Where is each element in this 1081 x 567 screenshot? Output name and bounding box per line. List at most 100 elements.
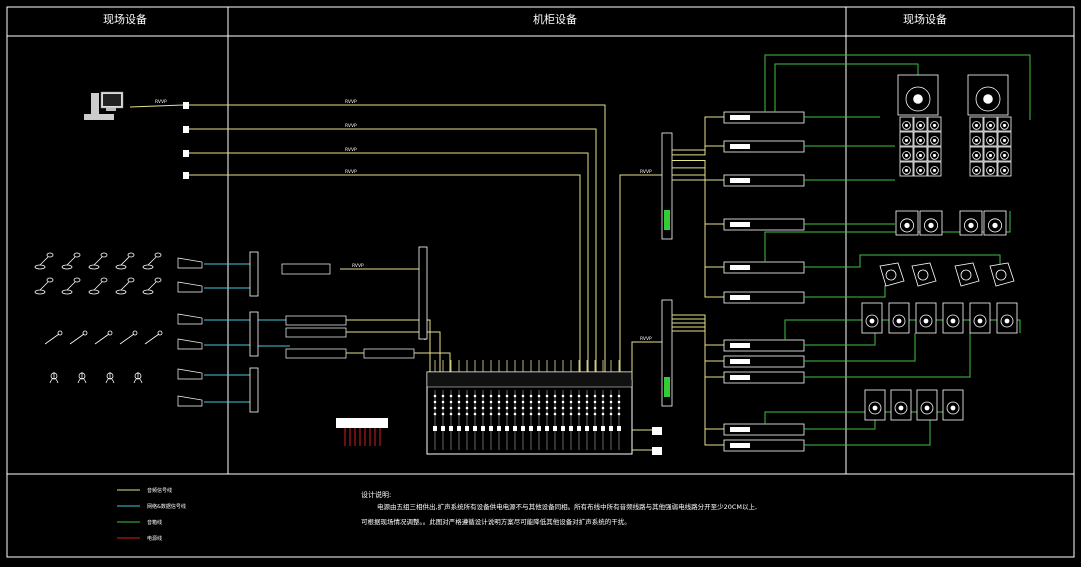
microphone-icon — [100, 277, 108, 283]
microphone-icon — [34, 264, 46, 270]
microphone-icon — [88, 289, 100, 295]
mixer-knob — [537, 412, 541, 416]
mixer-knob — [617, 406, 621, 410]
monitor-speaker-icon — [879, 262, 905, 287]
fill-speaker-icon — [865, 314, 879, 328]
monitor-speaker-icon — [989, 262, 1015, 287]
mixer-knob — [449, 394, 453, 398]
speaker-icon — [924, 218, 939, 233]
line-array-icon — [932, 138, 937, 142]
line-array-icon — [1002, 168, 1007, 172]
fill-speaker-icon — [919, 314, 933, 328]
mixer-knob — [465, 412, 469, 416]
line-array-icon — [972, 136, 981, 145]
headset-mic-icon — [134, 372, 142, 380]
legend-power: 电源线 — [147, 536, 163, 542]
amplifiers — [723, 111, 805, 452]
receiver-icons — [177, 257, 203, 407]
speaker-cable — [764, 211, 1011, 262]
microphone-icon — [88, 264, 100, 270]
mixer-knob — [569, 394, 573, 398]
handheld-mic-icon — [107, 330, 113, 336]
dsp-output-line — [672, 174, 724, 268]
microphone-icon — [93, 256, 103, 266]
subwoofer-icon — [983, 94, 993, 104]
amplifier-display — [730, 375, 750, 380]
speaker-icons — [861, 74, 1018, 421]
speaker-cable — [804, 420, 931, 446]
mixer-knob — [505, 400, 509, 404]
speaker-cable — [804, 420, 876, 430]
microphone-icon — [115, 289, 127, 295]
yellow-mid-lines — [340, 268, 451, 376]
line-array-icon — [916, 121, 925, 130]
mixer-fader — [609, 426, 613, 431]
line-array-icon — [902, 151, 911, 160]
header-right: 现场设备 — [903, 13, 947, 26]
legend-network: 网络&数据信号线 — [147, 504, 186, 510]
mixer-knob — [529, 412, 533, 416]
amplifier-display — [730, 443, 750, 448]
mixer-knob — [585, 400, 589, 404]
line-array-icon — [972, 121, 981, 130]
line-array-icon — [972, 151, 981, 160]
headset-mic-icon — [50, 372, 58, 380]
line-array-icon — [988, 153, 993, 157]
mixer-knob — [545, 412, 549, 416]
fill-speaker-icon — [1004, 318, 1010, 324]
fill-speaker-icon — [1000, 314, 1014, 328]
microphone-icon — [120, 281, 130, 291]
mixer-knob — [601, 400, 605, 404]
wall-ports — [183, 102, 189, 179]
mixer-knob — [489, 406, 493, 410]
line-array-icon — [986, 151, 995, 160]
fill-speaker-icon — [946, 314, 960, 328]
fill-speaker-icon — [869, 318, 875, 324]
mixer-knob — [569, 400, 573, 404]
line-array-icon — [988, 168, 993, 172]
microphone-icon — [115, 264, 127, 270]
mixer-knob — [553, 400, 557, 404]
line-array-icon — [916, 166, 925, 175]
headset-mic-icon — [106, 372, 114, 380]
line-array-icon — [902, 166, 911, 175]
line-array-icon — [1000, 121, 1009, 130]
fill-speaker-icon — [942, 389, 964, 421]
speaker-cable — [804, 333, 916, 362]
microphone-icon — [46, 277, 54, 283]
line-array-icon — [1000, 151, 1009, 160]
mixer-knob — [513, 412, 517, 416]
monitor-speaker-icon — [960, 269, 972, 281]
amplifier-display — [730, 359, 750, 364]
mixer-knob — [497, 394, 501, 398]
mixer-knob — [561, 406, 565, 410]
mixer-knob — [609, 406, 613, 410]
mixer-fader — [537, 426, 541, 431]
fill-speaker-icon — [942, 302, 964, 334]
mixer-knob — [481, 412, 485, 416]
mixer-knob — [545, 394, 549, 398]
mixer-knob — [489, 394, 493, 398]
mixer-knob — [617, 412, 621, 416]
microphone-icon — [61, 289, 73, 295]
mixer-fader — [529, 426, 533, 431]
dsp-output-line — [672, 145, 724, 156]
mixer-knob — [441, 400, 445, 404]
line-array-icon — [1000, 166, 1009, 175]
mixer-knob — [473, 406, 477, 410]
microphone-icon — [147, 256, 157, 266]
mixer-knob — [465, 406, 469, 410]
microphone-icon — [66, 281, 76, 291]
mixer-knob — [505, 394, 509, 398]
subwoofer-icon — [913, 94, 923, 104]
handheld-mic-icon — [144, 333, 160, 345]
mixer-fader — [489, 426, 493, 431]
fill-speaker-icon — [892, 314, 906, 328]
mixer-knob — [465, 400, 469, 404]
mixer-fader — [577, 426, 581, 431]
line-array-icon — [930, 121, 939, 130]
mixer-knob — [481, 394, 485, 398]
mixer-fader — [449, 426, 453, 431]
monitor-speaker-icon — [885, 269, 897, 281]
line-array-icon — [986, 121, 995, 130]
